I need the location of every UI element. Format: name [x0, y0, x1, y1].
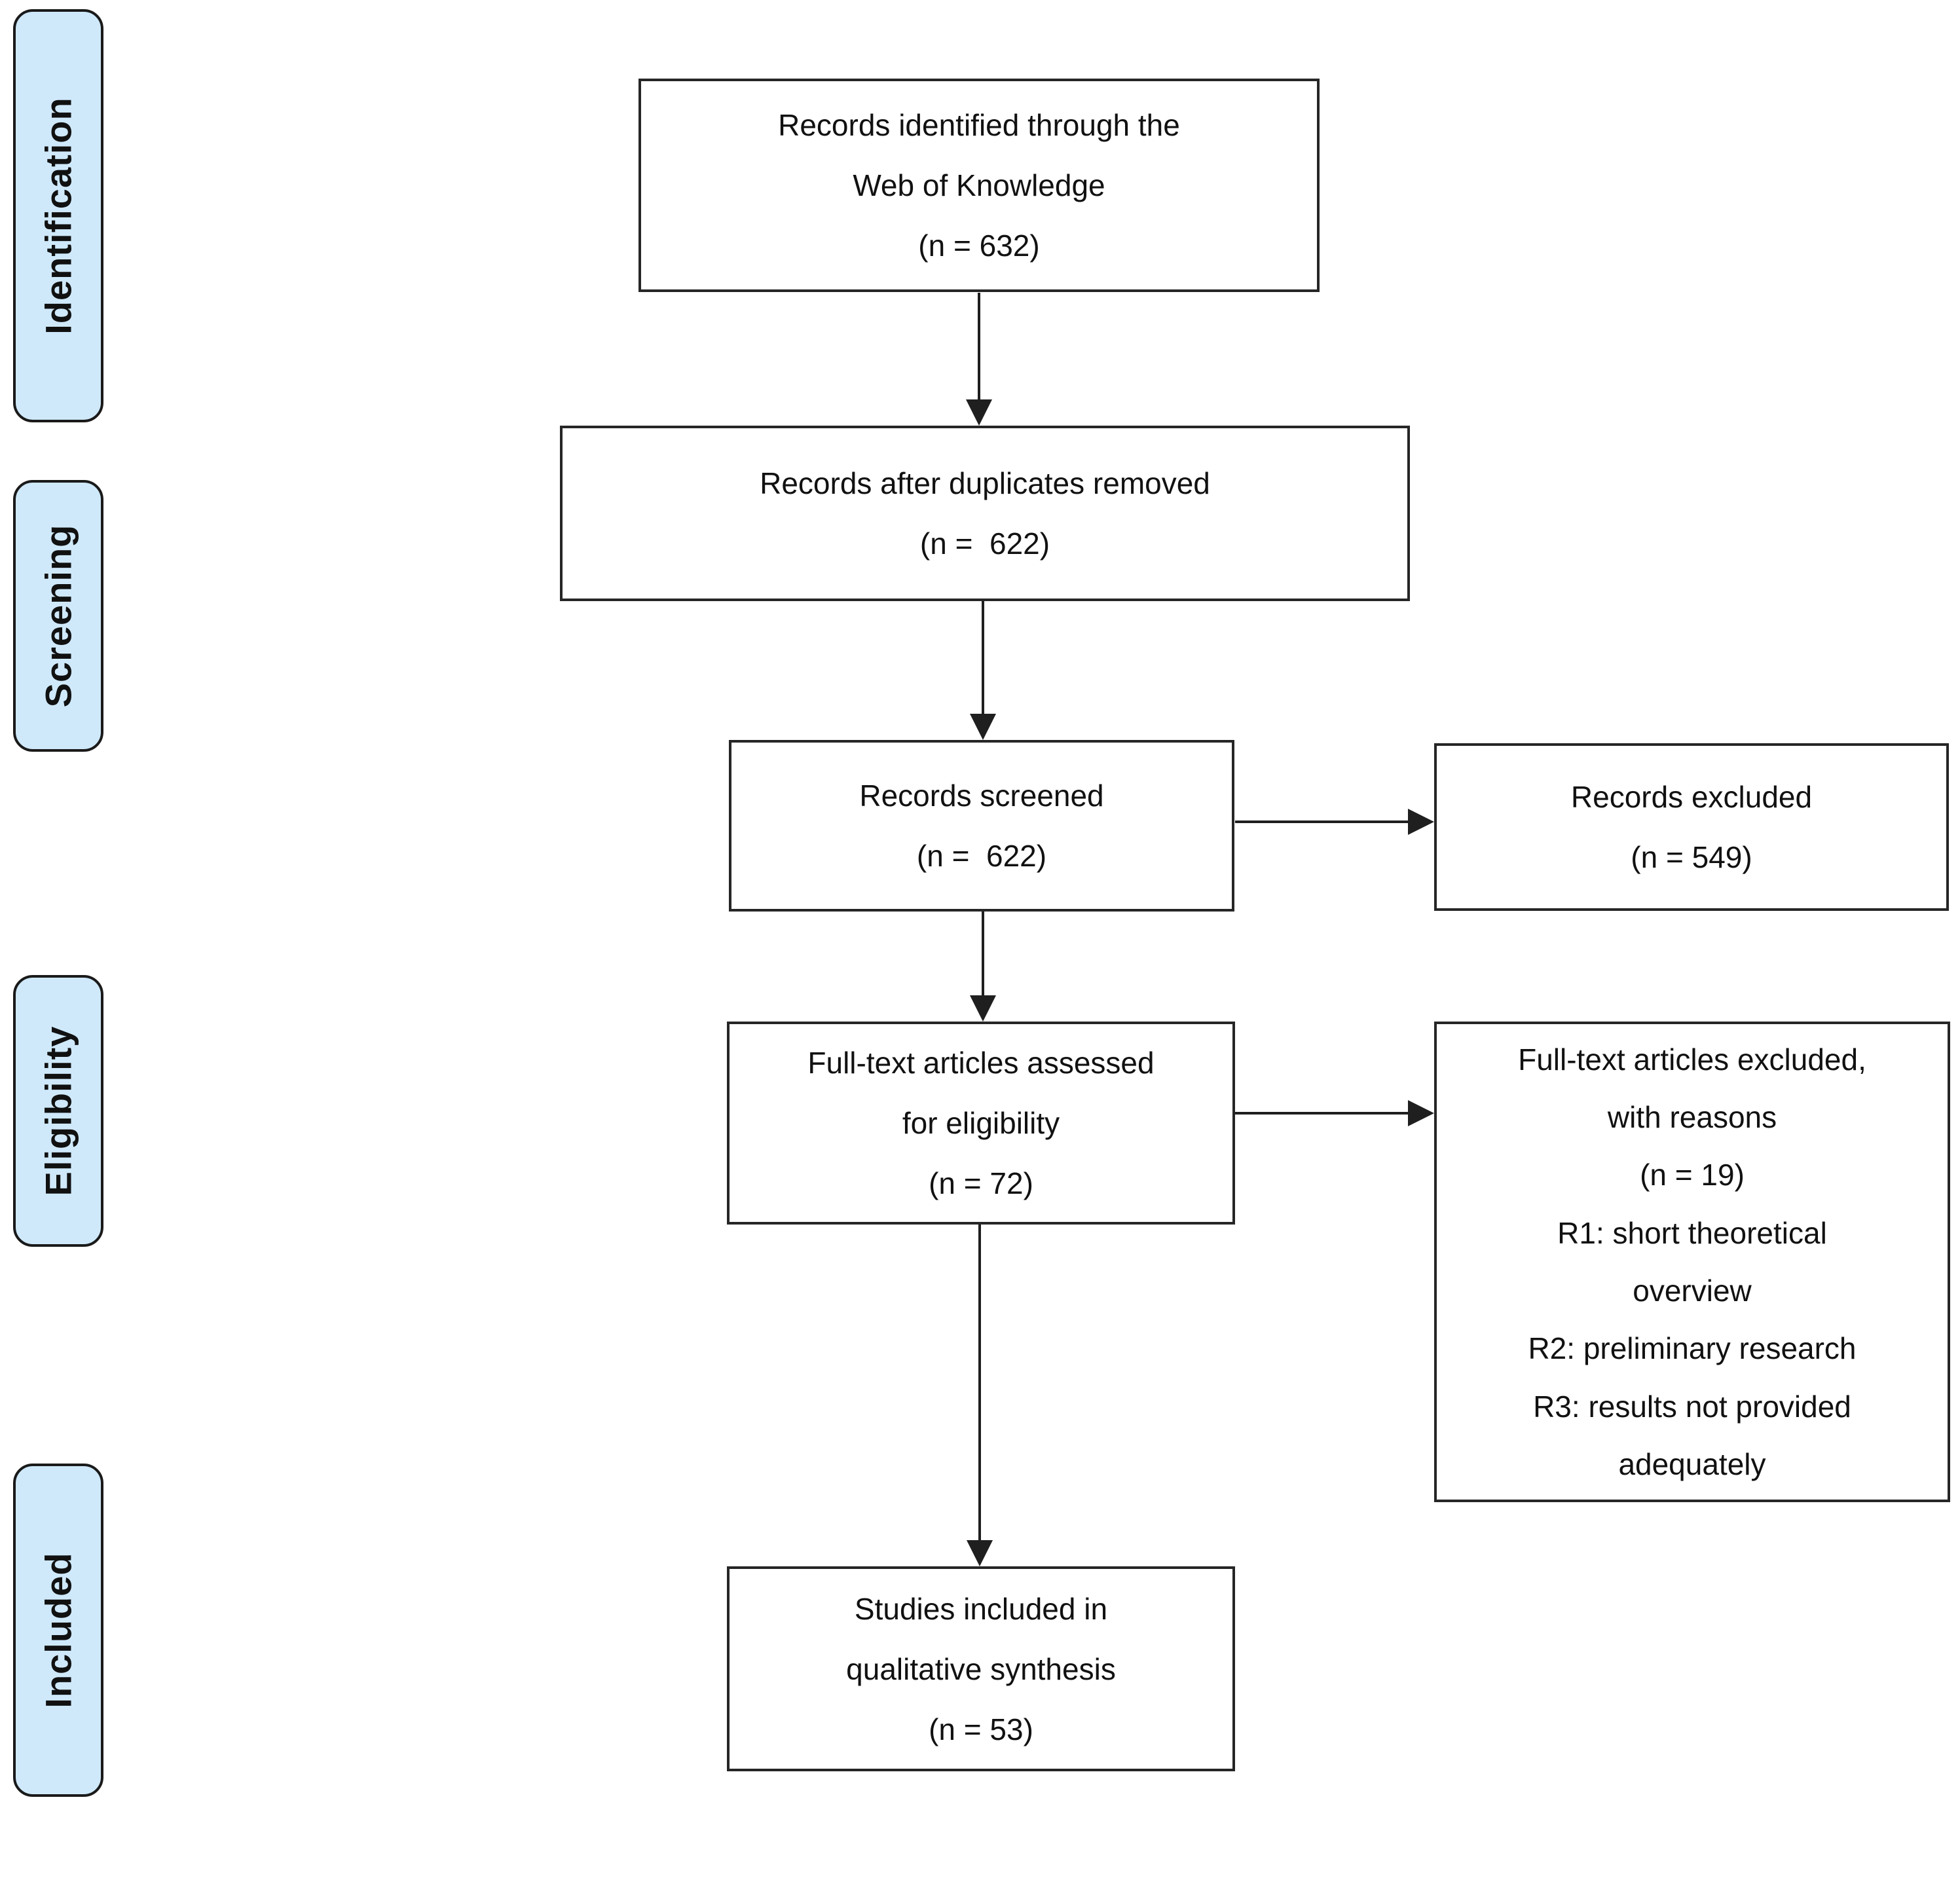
node-fulltext-assessed-text: Full-text articles assessed for eligibil… — [807, 1046, 1155, 1200]
node-records-screened: Records screened (n = 622) — [729, 740, 1234, 912]
node-records-identified-text: Records identified through the Web of Kn… — [778, 108, 1180, 263]
arrowhead-down-icon — [966, 399, 992, 426]
node-studies-included: Studies included in qualitative synthesi… — [727, 1566, 1235, 1771]
arrow-identified-to-duplicates — [966, 293, 992, 426]
arrowhead-down-icon — [970, 714, 996, 740]
stage-identification-label: Identification — [37, 97, 79, 335]
arrowhead-down-icon — [970, 995, 996, 1022]
node-duplicates-removed-text: Records after duplicates removed (n = 62… — [760, 466, 1210, 561]
stage-screening-label: Screening — [37, 524, 79, 708]
stage-screening: Screening — [13, 480, 103, 752]
arrow-shaft — [982, 601, 984, 716]
node-duplicates-removed: Records after duplicates removed (n = 62… — [560, 426, 1410, 601]
node-records-excluded-text: Records excluded (n = 549) — [1570, 780, 1813, 874]
arrow-shaft — [982, 912, 984, 998]
arrow-shaft — [1235, 1112, 1411, 1115]
stage-eligibility-label: Eligibility — [37, 1025, 79, 1196]
arrow-fulltext-to-included — [967, 1225, 993, 1566]
node-records-screened-text: Records screened (n = 622) — [859, 779, 1104, 873]
node-records-excluded: Records excluded (n = 549) — [1434, 743, 1949, 911]
arrowhead-down-icon — [967, 1540, 993, 1566]
arrow-shaft — [1235, 820, 1411, 823]
stage-eligibility: Eligibility — [13, 975, 103, 1247]
stage-included: Included — [13, 1464, 103, 1797]
node-records-identified: Records identified through the Web of Kn… — [638, 79, 1320, 292]
arrowhead-right-icon — [1408, 809, 1434, 835]
node-studies-included-text: Studies included in qualitative synthesi… — [846, 1591, 1116, 1746]
stage-identification: Identification — [13, 9, 103, 422]
arrow-fulltext-to-excluded — [1235, 1100, 1434, 1126]
arrow-shaft — [978, 293, 980, 402]
node-fulltext-excluded-text: Full-text articles excluded, with reason… — [1518, 1042, 1866, 1481]
arrow-duplicates-to-screened — [970, 601, 996, 740]
arrowhead-right-icon — [1408, 1100, 1434, 1126]
node-fulltext-assessed: Full-text articles assessed for eligibil… — [727, 1022, 1235, 1225]
arrow-shaft — [978, 1225, 981, 1543]
stage-included-label: Included — [37, 1552, 79, 1708]
arrow-screened-to-excluded — [1235, 809, 1434, 835]
arrow-screened-to-fulltext — [970, 912, 996, 1022]
node-fulltext-excluded: Full-text articles excluded, with reason… — [1434, 1022, 1950, 1502]
